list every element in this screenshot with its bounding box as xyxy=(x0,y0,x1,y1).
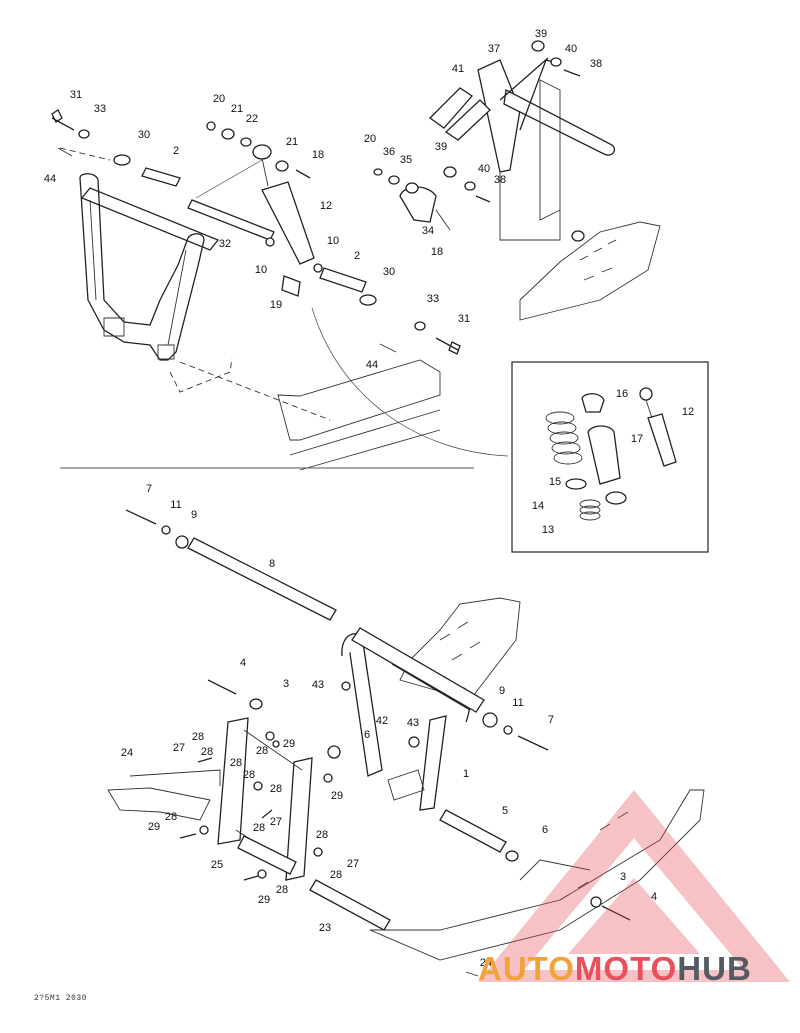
callout-10: 10 xyxy=(255,264,267,276)
callout-1: 1 xyxy=(463,768,469,780)
callout-8: 8 xyxy=(269,558,275,570)
callout-28: 28 xyxy=(243,769,255,781)
callout-44: 44 xyxy=(44,173,56,185)
callout-33: 33 xyxy=(94,103,106,115)
callout-28: 28 xyxy=(192,731,204,743)
callout-21: 21 xyxy=(231,103,243,115)
callout-34: 34 xyxy=(422,225,434,237)
callout-6: 6 xyxy=(364,729,370,741)
callout-42: 42 xyxy=(376,715,388,727)
callout-40: 40 xyxy=(478,163,490,175)
callout-38: 38 xyxy=(494,174,506,186)
callout-11: 11 xyxy=(512,697,523,709)
callout-18: 18 xyxy=(431,246,443,258)
callout-4: 4 xyxy=(240,657,246,669)
callout-21: 21 xyxy=(286,136,298,148)
callout-12: 12 xyxy=(320,200,332,212)
automotohub-logo xyxy=(478,790,790,982)
callout-3: 3 xyxy=(283,678,289,690)
callout-27: 27 xyxy=(173,742,185,754)
callout-20: 20 xyxy=(213,93,225,105)
callout-2: 2 xyxy=(173,145,179,157)
callout-22: 22 xyxy=(246,113,258,125)
callout-24: 24 xyxy=(480,957,492,969)
callout-18: 18 xyxy=(312,149,324,161)
callout-27: 27 xyxy=(270,816,282,828)
callout-28: 28 xyxy=(253,822,265,834)
logo-word-moto: MOTO xyxy=(574,950,678,987)
callout-24: 24 xyxy=(121,747,133,759)
callout-31: 31 xyxy=(458,313,470,325)
callout-39: 39 xyxy=(435,141,447,153)
callout-43: 43 xyxy=(312,679,324,691)
callout-31: 31 xyxy=(70,89,82,101)
callout-29: 29 xyxy=(258,894,270,906)
callout-28: 28 xyxy=(330,869,342,881)
callout-30: 30 xyxy=(383,266,395,278)
callout-13: 13 xyxy=(542,524,554,536)
callout-28: 28 xyxy=(230,757,242,769)
callout-28: 28 xyxy=(276,884,288,896)
callout-33: 33 xyxy=(427,293,439,305)
document-reference: 2?5M1 2030 xyxy=(34,994,88,1003)
callout-30: 30 xyxy=(138,129,150,141)
callout-41: 41 xyxy=(452,63,464,75)
callout-5: 5 xyxy=(502,805,508,817)
callout-40: 40 xyxy=(565,43,577,55)
upper-assembly xyxy=(51,40,661,471)
callout-28: 28 xyxy=(256,745,268,757)
callout-20: 20 xyxy=(364,133,376,145)
callout-28: 28 xyxy=(270,783,282,795)
callout-37: 37 xyxy=(488,43,500,55)
callout-36: 36 xyxy=(383,146,395,158)
logo-wordmark: AUTOMOTOHUB xyxy=(478,950,752,988)
callout-28: 28 xyxy=(316,829,328,841)
logo-triangle xyxy=(478,790,790,982)
callout-14: 14 xyxy=(532,500,544,512)
callout-23: 23 xyxy=(319,922,331,934)
callout-17: 17 xyxy=(631,433,643,445)
callout-6: 6 xyxy=(542,824,548,836)
callout-32: 32 xyxy=(219,238,231,250)
callout-9: 9 xyxy=(191,509,197,521)
callout-10: 10 xyxy=(327,235,339,247)
callout-35: 35 xyxy=(400,154,412,166)
callout-28: 28 xyxy=(201,746,213,758)
callout-9: 9 xyxy=(499,685,505,697)
callout-27: 27 xyxy=(347,858,359,870)
callout-43: 43 xyxy=(407,717,419,729)
callout-38: 38 xyxy=(590,58,602,70)
callout-28: 28 xyxy=(165,811,177,823)
shock-detail-inset xyxy=(511,361,709,553)
callout-25: 25 xyxy=(211,859,223,871)
lower-assembly xyxy=(107,509,705,977)
logo-word-auto: AUTO xyxy=(478,950,575,987)
callout-29: 29 xyxy=(148,821,160,833)
callout-16: 16 xyxy=(616,388,628,400)
callout-labels: 3133302442021222118123210102193033314420… xyxy=(44,28,694,969)
callout-29: 29 xyxy=(283,738,295,750)
callout-7: 7 xyxy=(146,483,152,495)
callout-19: 19 xyxy=(270,299,282,311)
callout-2: 2 xyxy=(354,250,360,262)
callout-11: 11 xyxy=(170,499,181,511)
callout-7: 7 xyxy=(548,714,554,726)
callout-29: 29 xyxy=(331,790,343,802)
logo-word-hub: HUB xyxy=(677,950,752,987)
callout-15: 15 xyxy=(549,476,561,488)
callout-4: 4 xyxy=(651,891,657,903)
callout-12: 12 xyxy=(682,406,694,418)
callout-39: 39 xyxy=(535,28,547,40)
callout-3: 3 xyxy=(620,871,626,883)
callout-44: 44 xyxy=(366,359,378,371)
